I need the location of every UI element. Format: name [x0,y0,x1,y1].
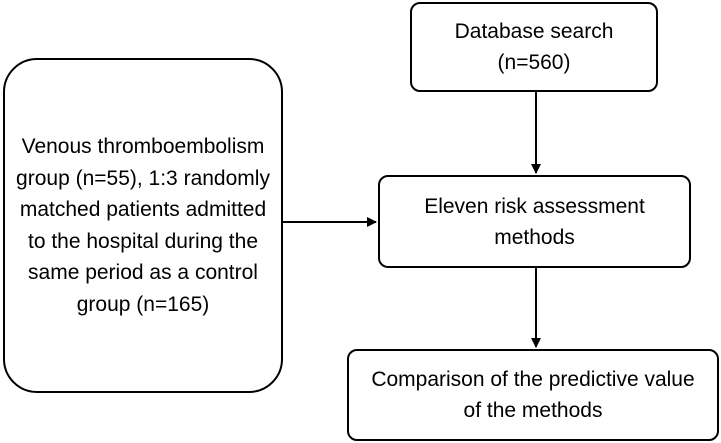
predictive-value-comparison-box: Comparison of the predictive value of th… [347,349,719,441]
risk-assessment-methods-label: Eleven risk assessment methods [424,194,645,249]
venous-thromboembolism-group-label: Venous thromboembolism group (n=55), 1:3… [16,135,270,316]
venous-thromboembolism-group-box: Venous thromboembolism group (n=55), 1:3… [3,58,283,393]
risk-assessment-methods-box: Eleven risk assessment methods [378,175,691,268]
database-search-box: Database search (n=560) [410,2,658,92]
predictive-value-comparison-label: Comparison of the predictive value of th… [371,368,695,422]
database-search-label: Database search (n=560) [454,20,614,74]
